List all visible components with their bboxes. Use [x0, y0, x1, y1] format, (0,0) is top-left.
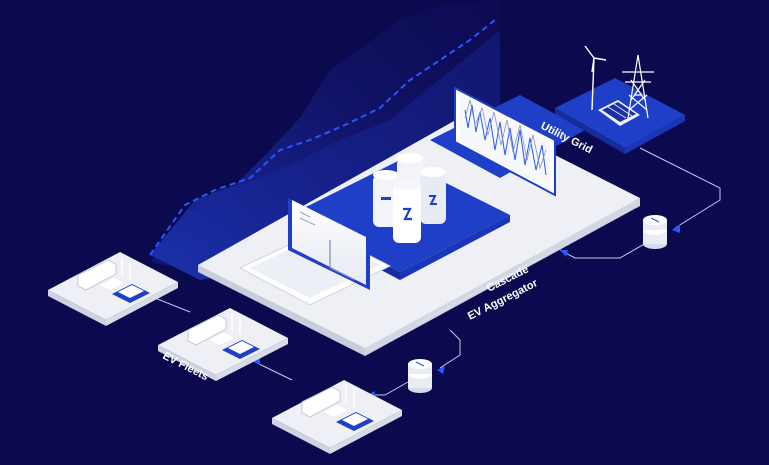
car-icon — [342, 413, 368, 426]
charger-icon — [345, 385, 355, 407]
bus-icon — [187, 314, 227, 346]
car-icon — [324, 405, 348, 417]
car-icon — [210, 333, 234, 345]
coin-stack-icon — [643, 215, 667, 249]
laptop-icon — [238, 198, 392, 306]
car-icon — [228, 341, 254, 354]
ev-fleet-tile — [48, 252, 178, 326]
coin-stack-icon — [408, 359, 432, 393]
car-icon — [100, 278, 124, 290]
power-tower-icon — [622, 54, 654, 119]
charger-icon — [231, 313, 241, 335]
ev-fleet-tile — [158, 308, 288, 381]
battery-icon — [373, 153, 446, 243]
charger-icon — [121, 258, 131, 280]
ev-fleet-tile — [272, 380, 402, 454]
bus-icon — [301, 386, 341, 418]
monitor-icon — [430, 86, 585, 197]
car-icon — [118, 285, 144, 298]
wind-turbine-icon — [584, 45, 607, 111]
utility-grid-node — [555, 45, 685, 154]
energy-curve-backdrop — [149, 0, 500, 280]
bus-icon — [77, 259, 117, 291]
